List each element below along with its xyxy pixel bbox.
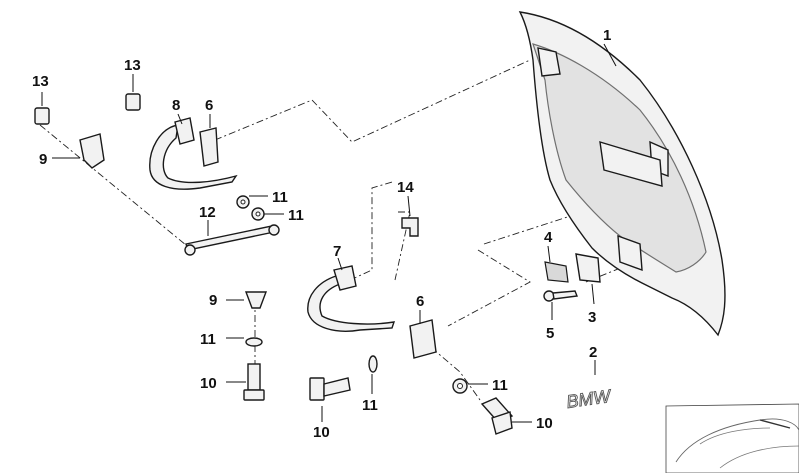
callout-7: 7 [333,243,341,260]
callout-13-left: 13 [32,73,49,90]
bolt-left-icon [226,363,265,401]
screw-icon [543,290,578,320]
hinge-lower-icon [307,257,396,332]
clip-14-icon [401,195,419,237]
callout-3: 3 [588,309,596,326]
clip-9-icon [226,291,268,309]
nut-upper-icon [125,74,141,111]
callout-9-lower: 9 [209,292,217,309]
bolt-mid-icon [309,377,351,422]
trunk-lid-icon [518,11,726,337]
callout-13-mid: 13 [124,57,141,74]
car-thumbnail-icon [665,403,799,473]
callout-6-lower: 6 [416,293,424,310]
callout-2: 2 [589,344,597,361]
callout-1: 1 [603,27,611,44]
washer-upper-2-icon [251,207,284,221]
gasket-icon [544,245,569,283]
bmw-emblem-icon: BMW [565,360,614,412]
callout-11-e: 11 [492,377,508,394]
callout-labels: 1 2 3 4 5 6 6 7 8 9 9 10 10 11 11 11 11 … [32,27,611,441]
hinge-plate-upper-icon [199,114,219,167]
callout-10-left: 10 [200,375,217,392]
lock-plate-icon [575,253,601,305]
washer-right-icon [452,378,488,394]
hinge-plate-lower-icon [409,310,437,359]
bolt-right-icon [480,397,532,435]
callout-11-b: 11 [288,207,304,224]
callout-4: 4 [544,229,553,246]
callout-14: 14 [397,179,414,196]
hinge-upper-icon [149,113,238,190]
callout-10-right: 10 [536,415,553,432]
callout-5: 5 [546,325,554,342]
callout-10-mid: 10 [313,424,330,441]
washer-mid-icon [368,355,378,394]
callout-8: 8 [172,97,180,114]
callout-9-upper: 9 [39,151,47,168]
callout-12: 12 [199,204,216,221]
washer-upper-1-icon [236,195,268,209]
bracket-upper-icon [52,133,105,169]
callout-11-a: 11 [272,189,288,206]
gas-strut-icon [184,220,280,256]
callout-11-c: 11 [200,331,216,348]
emblem-text: BMW [565,386,613,412]
callout-6-upper: 6 [205,97,213,114]
washer-9-icon [226,337,263,347]
nut-upper-left-icon [34,92,50,125]
callout-11-d: 11 [362,397,378,414]
